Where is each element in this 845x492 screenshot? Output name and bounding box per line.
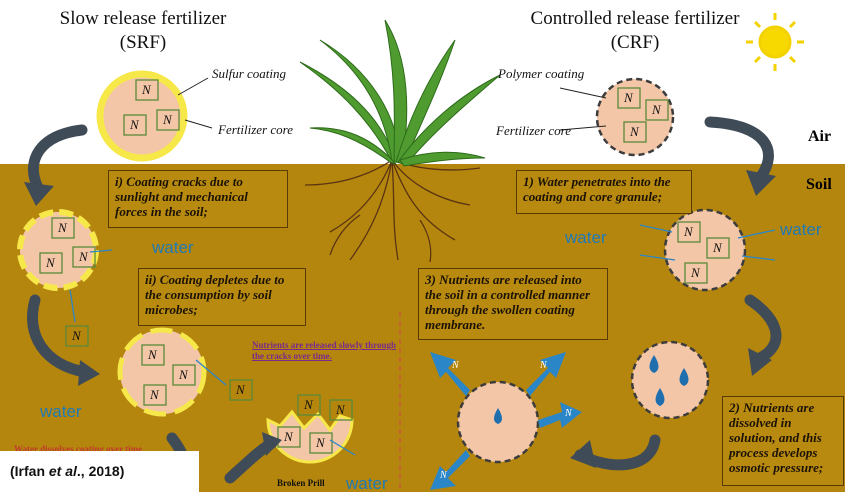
citation: (Irfan et al., 2018) xyxy=(0,451,199,492)
nutrient-n-label: N xyxy=(713,240,722,256)
nutrient-n-label: N xyxy=(148,347,157,363)
crf-releasing-granule xyxy=(458,382,538,462)
nutrient-n-label: N xyxy=(684,224,693,240)
sun-icon xyxy=(746,13,804,71)
water-label-1: water xyxy=(152,238,194,258)
crf-abbr: (CRF) xyxy=(520,32,750,54)
water-label-2: water xyxy=(40,402,82,422)
cracks-note: Nutrients are released slowly through th… xyxy=(252,340,402,362)
nutrient-n-label: N xyxy=(179,367,188,383)
nutrient-n-label: N xyxy=(46,255,55,271)
nutrient-n-label: N xyxy=(624,90,633,106)
released-n-label: N xyxy=(540,360,547,371)
step-ii-box: ii) Coating depletes due to the consumpt… xyxy=(138,268,306,326)
citation-author: (Irfan xyxy=(10,463,49,479)
water-label-3: water xyxy=(346,474,388,492)
nutrient-n-label: N xyxy=(304,397,313,413)
air-label: Air xyxy=(808,128,831,146)
water-label-5: water xyxy=(780,220,822,240)
step-i-box: i) Coating cracks due to sunlight and me… xyxy=(108,170,288,228)
nutrient-n-label: N xyxy=(630,124,639,140)
water-label-4: water xyxy=(565,228,607,248)
nutrient-n-label: N xyxy=(163,112,172,128)
crf-title: Controlled release fertilizer xyxy=(520,8,750,30)
nutrient-n-label: N xyxy=(316,435,325,451)
srf-depleting-granule xyxy=(120,330,204,414)
nutrient-n-label: N xyxy=(130,117,139,133)
nutrient-n-label: N xyxy=(336,402,345,418)
crf-granule xyxy=(597,79,673,155)
srf-title: Slow release fertilizer xyxy=(48,8,238,30)
sulfur-coating-label: Sulfur coating xyxy=(212,66,286,82)
step-1-box: 1) Water penetrates into the coating and… xyxy=(516,170,692,214)
srf-abbr: (SRF) xyxy=(48,32,238,54)
polymer-coating-label: Polymer coating xyxy=(498,66,584,82)
srf-core-label: Fertilizer core xyxy=(218,122,293,138)
nutrient-n-label: N xyxy=(72,328,81,344)
released-n-label: N xyxy=(565,408,572,419)
nutrient-n-label: N xyxy=(142,82,151,98)
step-3-box: 3) Nutrients are released into the soil … xyxy=(418,268,608,340)
nutrient-n-label: N xyxy=(236,382,245,398)
step-2-box: 2) Nutrients are dissolved in solution, … xyxy=(722,396,844,486)
nutrient-n-label: N xyxy=(150,387,159,403)
soil-label: Soil xyxy=(806,176,832,194)
released-n-label: N xyxy=(440,470,447,481)
citation-etal: et al xyxy=(49,463,77,479)
released-n-label: N xyxy=(452,360,459,371)
crf-core-label: Fertilizer core xyxy=(496,123,571,139)
nutrient-n-label: N xyxy=(652,102,661,118)
nutrient-n-label: N xyxy=(79,249,88,265)
plant xyxy=(300,20,500,166)
nutrient-n-label: N xyxy=(58,220,67,236)
broken-prill-label: Broken Prill xyxy=(277,478,325,488)
nutrient-n-label: N xyxy=(691,265,700,281)
nutrient-n-label: N xyxy=(284,429,293,445)
citation-year: ., 2018) xyxy=(77,463,124,479)
crf-dissolving-granule xyxy=(632,342,708,418)
crf-swelling-granule xyxy=(665,210,745,290)
